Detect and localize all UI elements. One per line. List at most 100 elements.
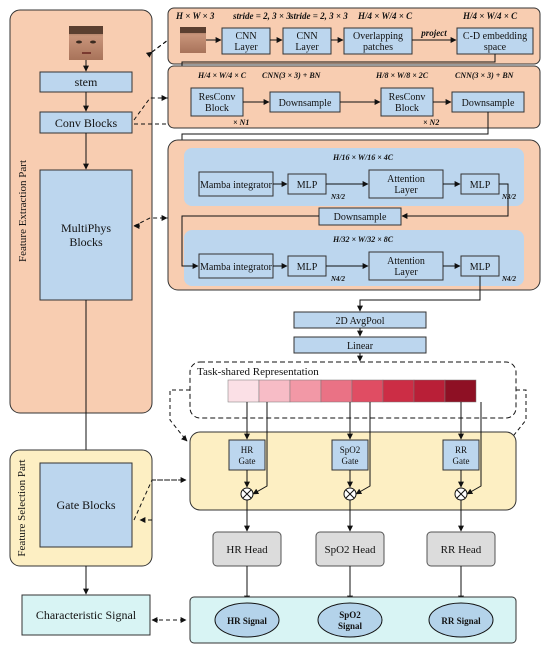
gate-box-0	[228, 439, 266, 471]
dim-top: H/16 × W/16 × 4C	[332, 153, 394, 162]
swatch-0	[227, 379, 260, 403]
overlapping-line1: Overlapping	[353, 31, 403, 42]
multiphys-label-1: MultiPhys	[61, 221, 111, 235]
conv-dim-2: H/8 × W/8 × 2C	[375, 71, 429, 80]
signal-ellipse-0	[214, 602, 280, 638]
feature-selection-title: Feature Selection Part	[16, 459, 28, 556]
downsample1-label: Downsample	[279, 98, 332, 109]
resconv1-line1: ResConv	[199, 92, 236, 103]
heads-layer: HR Head SpO2 Head RR Head	[212, 500, 496, 602]
gate-label-0-line2: Gate	[239, 456, 256, 466]
head-label-2: RR Head	[441, 544, 482, 556]
project-label: project	[420, 28, 447, 38]
signal-label-1-line1: SpO2	[339, 610, 361, 620]
overlapping-line2: patches	[363, 42, 393, 53]
n2-label: × N2	[423, 118, 439, 127]
n4-label: N4/2	[330, 275, 346, 283]
cnn-layer-1-line1: CNN	[235, 31, 256, 42]
patch-dim: H/4 × W/4 × C	[357, 11, 413, 21]
n1-label: × N1	[233, 118, 249, 127]
conv-row-panel	[167, 65, 541, 129]
swatch-7	[444, 379, 477, 403]
cnn-layer-1-line2: Layer	[234, 42, 258, 53]
attn2-line2: Layer	[394, 267, 418, 278]
conv-cnn-label-2: CNN(3 × 3) + BN	[455, 71, 515, 80]
cnn-layer-2-line1: CNN	[296, 31, 317, 42]
signal-label-2: RR Signal	[441, 616, 481, 626]
swatch-1	[258, 379, 291, 403]
avgpool-label: 2D AvgPool	[336, 316, 385, 327]
gate-blocks-label: Gate Blocks	[57, 498, 116, 512]
task-shared-swatches	[227, 379, 477, 403]
conv-blocks-label: Conv Blocks	[55, 116, 118, 130]
resconv2-line2: Block	[395, 103, 419, 114]
gate-label-1-line1: SpO2	[340, 445, 361, 455]
attn2-line1: Attention	[387, 256, 425, 267]
multiphys-blocks-box	[39, 169, 133, 301]
swatch-6	[413, 379, 446, 403]
signal-ellipse-1	[317, 602, 383, 638]
gate-label-0-line1: HR	[241, 445, 254, 455]
cnn-layer-2-line2: Layer	[295, 42, 319, 53]
multiphys-label-2: Blocks	[69, 235, 103, 249]
head-label-1: SpO2 Head	[324, 544, 376, 556]
embedding-line1: C-D embedding	[463, 31, 527, 42]
signal-label-0: HR Signal	[227, 616, 267, 626]
resconv1-line2: Block	[205, 103, 229, 114]
mamba1-label: Mamba integrator	[200, 180, 273, 191]
conv-dim-1: H/4 × W/4 × C	[197, 71, 247, 80]
stride-b: stride = 2, 3 × 3	[289, 11, 348, 21]
swatch-4	[351, 379, 384, 403]
characteristic-signal-box	[21, 594, 151, 636]
embed-dim: H/4 × W/4 × C	[462, 11, 518, 21]
stem-face-image	[180, 27, 206, 53]
downsample2-label: Downsample	[462, 98, 515, 109]
embedding-line2: space	[484, 42, 507, 53]
dim-bottom: H/32 × W/32 × 8C	[332, 235, 394, 244]
resconv-block-2	[380, 87, 434, 117]
linear-label: Linear	[347, 341, 374, 352]
swatch-3	[320, 379, 353, 403]
mamba-integrator-2	[198, 253, 274, 279]
mlp3-label: MLP	[297, 262, 318, 273]
downsample3-label: Downsample	[334, 212, 387, 223]
gate-label-1-line2: Gate	[342, 456, 359, 466]
signal-label-1-line2: Signal	[338, 621, 363, 631]
input-dim: H × W × 3	[175, 11, 215, 21]
swatch-2	[289, 379, 322, 403]
attention-layer-2	[368, 251, 444, 281]
gate-label-2-line1: RR	[455, 445, 467, 455]
cnn-layer-2-box	[282, 27, 332, 55]
swatch-5	[382, 379, 415, 403]
attention-layer-1	[368, 169, 444, 199]
attn1-line2: Layer	[394, 185, 418, 196]
mlp1-label: MLP	[297, 180, 318, 191]
n4b-label: N4/2	[501, 275, 517, 283]
gate-box-2	[442, 439, 480, 471]
task-shared-title: Task-shared Representation	[197, 366, 319, 378]
attn1-line1: Attention	[387, 174, 425, 185]
overlapping-patches-box	[343, 27, 413, 55]
mamba-integrator-1	[198, 171, 274, 197]
stride-a: stride = 2, 3 × 3	[232, 11, 291, 21]
resconv2-line1: ResConv	[389, 92, 426, 103]
n3b-label: N3/2	[501, 193, 517, 201]
gate-panel	[189, 431, 517, 511]
feature-extraction-title: Feature Extraction Part	[17, 160, 29, 262]
gate-label-2-line2: Gate	[453, 456, 470, 466]
characteristic-signal-label: Characteristic Signal	[36, 608, 137, 622]
mamba2-label: Mamba integrator	[200, 262, 273, 273]
input-face-image	[69, 26, 103, 60]
head-label-0: HR Head	[226, 544, 268, 556]
conv-cnn-label-1: CNN(3 × 3) + BN	[262, 71, 322, 80]
cnn-layer-1-box	[221, 27, 271, 55]
mlp2-label: MLP	[470, 180, 491, 191]
mlp4-label: MLP	[470, 262, 491, 273]
signal-ellipse-2	[428, 602, 494, 638]
stem-label: stem	[75, 75, 98, 89]
n3-label: N3/2	[330, 193, 346, 201]
